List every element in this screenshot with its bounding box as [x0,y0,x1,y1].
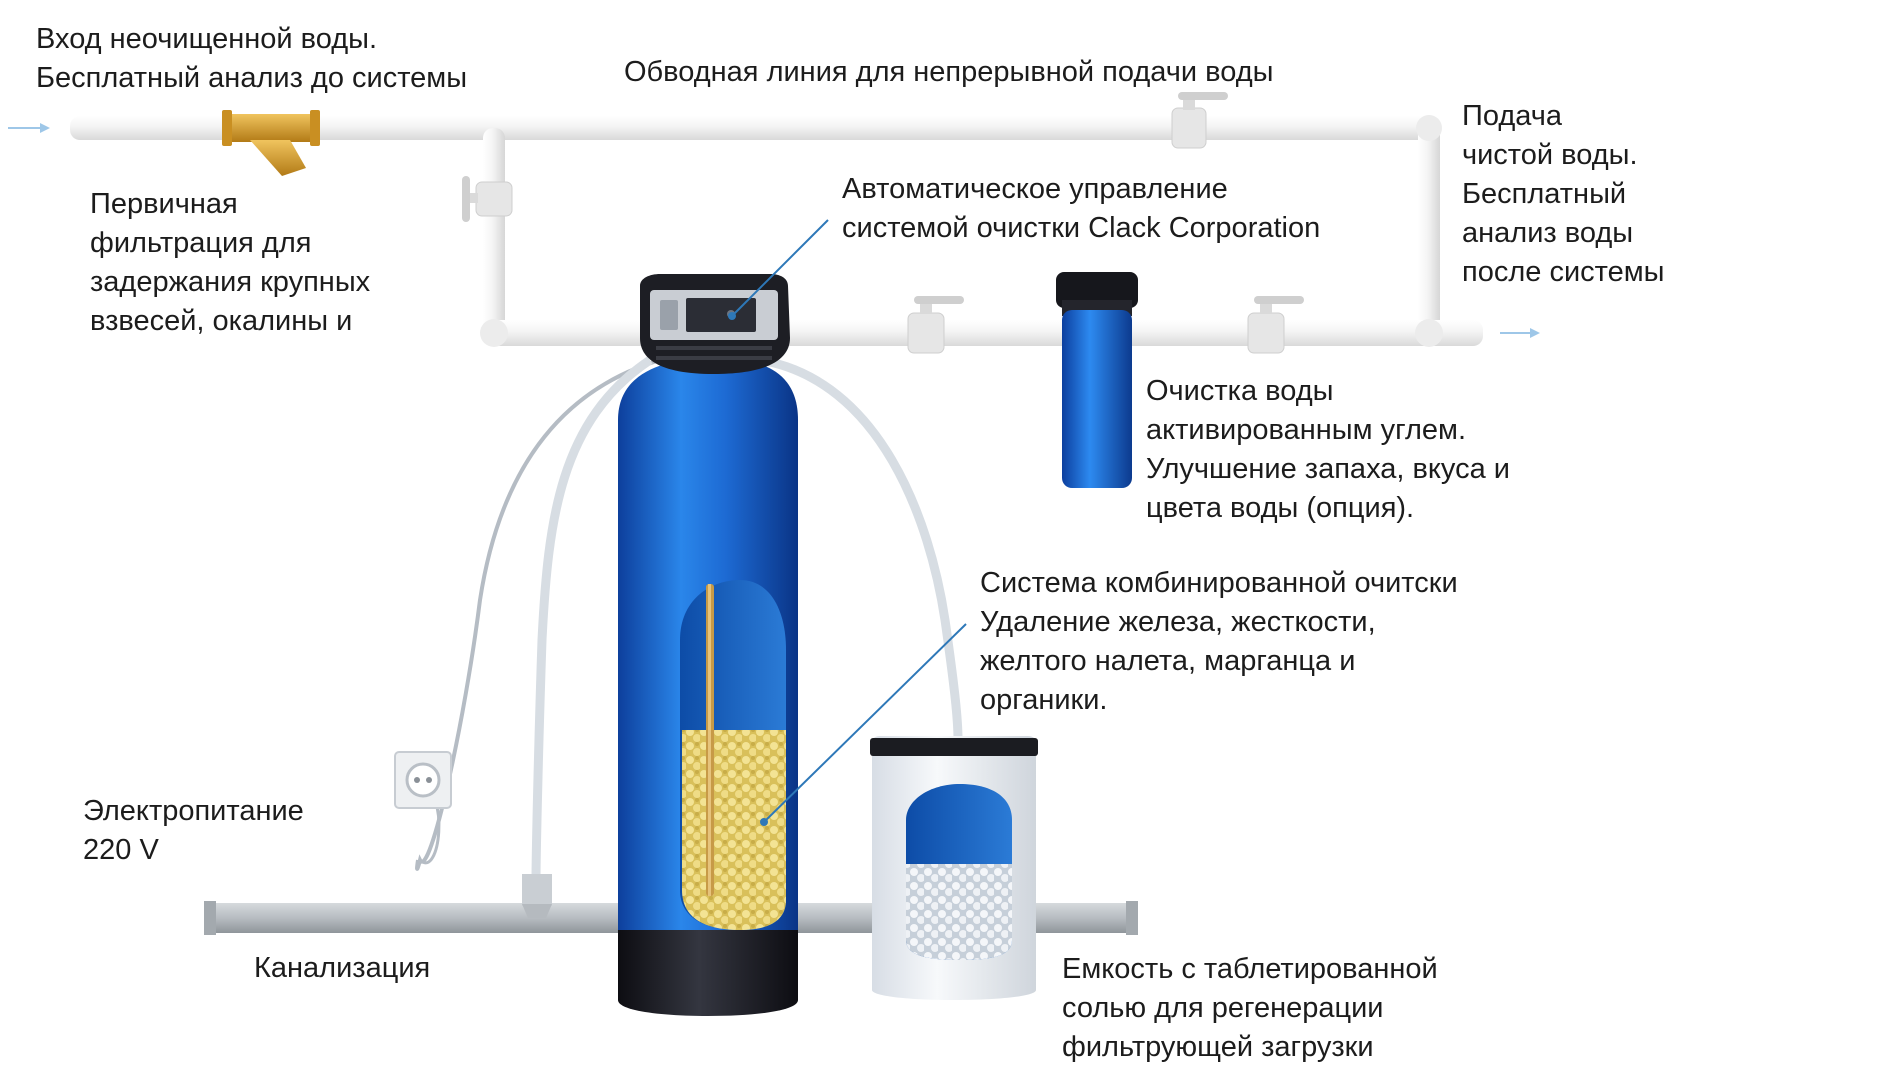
label-combined-line1: Система комбинированной очитски [980,567,1458,599]
label-carbon-filter: Очистка воды активированным углем. Улучш… [1146,372,1510,528]
inlet-arrow [8,123,50,133]
carbon-filter-housing [1056,272,1138,488]
label-power-line1: Электропитание [83,795,304,827]
main-filter-tank [618,358,798,1016]
label-combined-system: Система комбинированной очитски Удаление… [980,564,1458,720]
leader-combined-system [763,623,967,823]
valve-lower-right [1247,296,1304,354]
power-socket [394,751,452,809]
label-carbon-line4: цвета воды (опция). [1146,492,1415,524]
label-primary-line3: задержания крупных [90,266,371,298]
bypass-drop-pipe [483,128,505,344]
outlet-arrow [1500,328,1540,338]
label-auto-control-line2: системой очистки Clack Corporation [842,212,1321,244]
label-clean-output-line3: Бесплатный [1462,178,1627,210]
valve-bypass [1171,92,1228,149]
label-sewer: Канализация [254,949,430,988]
label-clean-output-line1: Подача [1462,100,1562,132]
control-hoses [415,355,963,881]
label-brine-tank: Емкость с таблетированной солью для реге… [1062,950,1438,1067]
label-carbon-line2: активированным углем. [1146,414,1467,446]
label-primary-filtration: Первичная фильтрация для задержания круп… [90,185,370,341]
label-primary-line1: Первичная [90,188,238,220]
leader-dot-media [760,818,768,826]
leader-dot-control [728,312,736,320]
label-primary-line2: фильтрация для [90,227,312,259]
strainer-filter [222,110,320,176]
label-bypass: Обводная линия для непрерывной подачи во… [624,53,1273,92]
label-raw-inlet-line2: Бесплатный анализ до системы [36,62,468,94]
label-raw-inlet: Вход неочищенной воды. Бесплатный анализ… [36,20,467,98]
label-auto-control: Автоматическое управление системой очист… [842,170,1320,248]
label-clean-output-line2: чистой воды. [1462,139,1638,171]
control-head [640,274,790,374]
leader-auto-control [731,219,829,317]
label-sewer-text: Канализация [254,952,431,984]
label-power: Электропитание 220 V [83,792,304,870]
leader-lines [731,219,967,823]
label-bypass-text: Обводная линия для непрерывной подачи во… [624,56,1274,88]
brine-tank [870,736,1038,1000]
label-clean-output-line4: анализ воды [1462,217,1634,249]
label-combined-line2: Удаление железа, жесткости, [980,606,1376,638]
label-carbon-line1: Очистка воды [1146,375,1334,407]
top-pipe [70,116,1430,140]
label-raw-inlet-line1: Вход неочищенной воды. [36,23,378,55]
label-clean-output-line5: после системы [1462,256,1665,288]
lower-pipe [483,320,1483,346]
label-brine-line3: фильтрующей загрузки [1062,1031,1374,1063]
label-primary-line4: взвесей, окалины и [90,305,353,337]
label-power-line2: 220 V [83,834,159,866]
label-brine-line1: Емкость с таблетированной [1062,953,1438,985]
valve-vertical [462,176,513,222]
label-auto-control-line1: Автоматическое управление [842,173,1228,205]
label-combined-line4: органики. [980,684,1108,716]
valve-lower-left [907,296,964,354]
label-clean-output: Подача чистой воды. Бесплатный анализ во… [1462,97,1665,292]
label-carbon-line3: Улучшение запаха, вкуса и [1146,453,1510,485]
label-combined-line3: желтого налета, марганца и [980,645,1356,677]
label-brine-line2: солью для регенерации [1062,992,1384,1024]
right-vertical-pipe [1418,116,1440,340]
